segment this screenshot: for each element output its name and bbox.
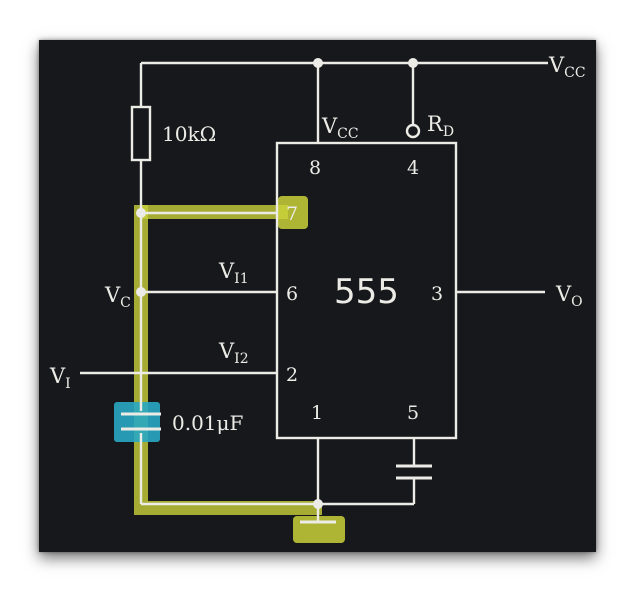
pin-2: 2 [286, 364, 298, 386]
pin-3: 3 [431, 283, 443, 305]
chip-label: 555 [334, 272, 399, 312]
pin-7: 7 [286, 203, 298, 225]
vo-label: VO [555, 282, 583, 310]
pin-1: 1 [311, 402, 323, 424]
capacitor-timing [121, 412, 161, 431]
vc-label: VC [104, 283, 131, 311]
capacitor-highlight [114, 402, 160, 442]
capacitor-pin5 [396, 464, 432, 480]
resistor-10k [130, 105, 152, 162]
vi2-label: VI2 [218, 339, 249, 367]
pin-6: 6 [286, 283, 298, 305]
discharge-path-highlight [134, 196, 345, 543]
reset-label: RD [427, 112, 454, 140]
pin-4: 4 [407, 157, 419, 179]
wires [80, 61, 548, 521]
pin7-highlight [278, 196, 308, 229]
pin-8: 8 [309, 157, 321, 179]
reset-bubble [405, 123, 421, 139]
resistor-value: 10kΩ [162, 122, 216, 146]
vi1-label: VI1 [218, 259, 249, 287]
capacitor-value: 0.01μF [172, 411, 244, 435]
vcc-rail-label: VCC [548, 53, 586, 81]
junction-dots [136, 58, 418, 509]
vi-label: VI [49, 364, 71, 392]
vcc-pin-label: VCC [321, 114, 359, 142]
ic-555-body [275, 141, 458, 440]
pin-5: 5 [407, 402, 419, 424]
